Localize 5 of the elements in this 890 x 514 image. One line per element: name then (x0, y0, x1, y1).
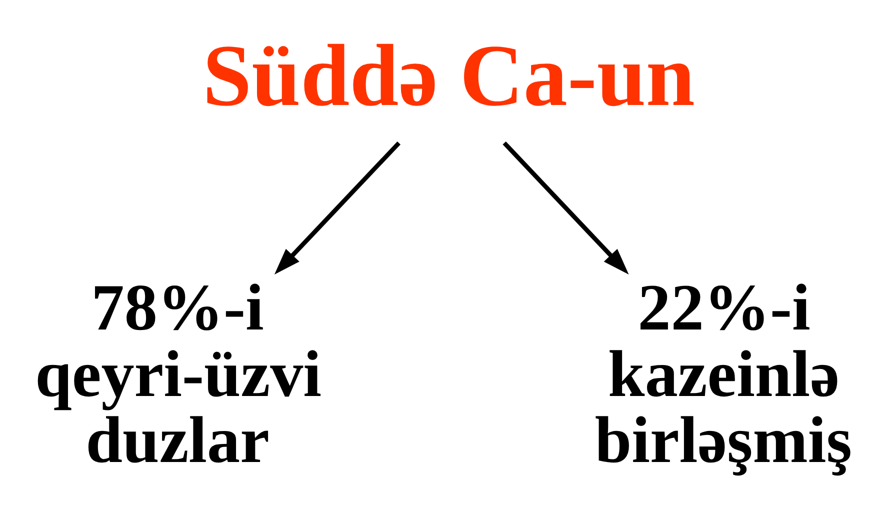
node-text: Süddə Ca-un (202, 26, 695, 125)
arrow (274, 141, 401, 274)
arrow (502, 141, 629, 274)
node-text: 22%-i kazeinlə birləşmiş (594, 272, 852, 477)
node-text: 78%-i qeyri-üzvi duzlar (35, 272, 322, 477)
